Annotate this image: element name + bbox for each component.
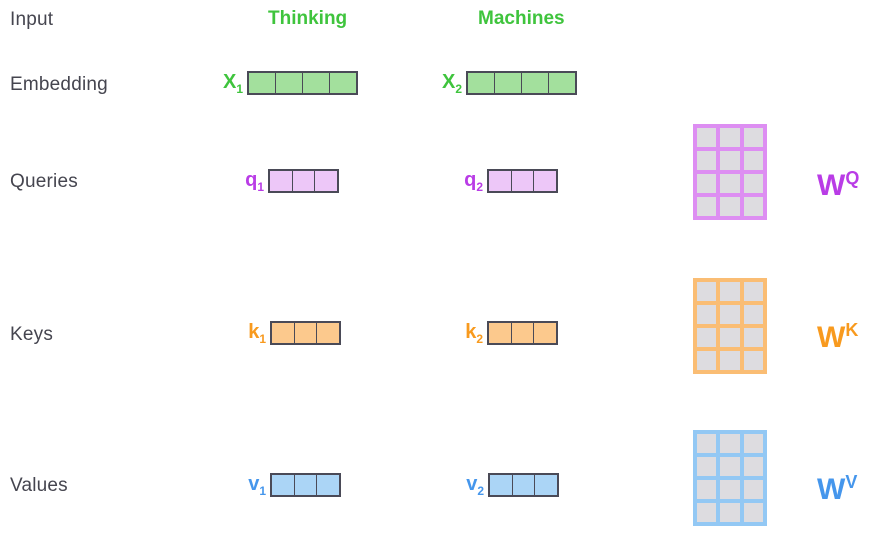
matrix-cell [697,328,717,347]
vector-cell [510,171,533,191]
vector-label-k2: k2 [465,320,483,346]
weight-matrix-wk [693,278,767,374]
vector-cell [511,475,534,495]
matrix-cell [743,174,763,193]
matrix-cell [697,434,717,453]
token-machines: Machines [478,8,565,29]
matrix-cell [743,305,763,324]
vector-cell [468,73,494,93]
matrix-cell [697,457,717,476]
matrix-cell [743,151,763,170]
matrix-cell [720,434,740,453]
vector-cell [272,475,294,495]
matrix-cell [720,151,740,170]
key-vector-k2: k2 [461,321,558,345]
matrix-cell [697,351,717,370]
matrix-cell [720,128,740,147]
vector-label-v2: v2 [466,472,484,498]
matrix-cell [743,128,763,147]
row-label-keys: Keys [10,324,54,345]
value-vector-v2: v2 [462,473,559,497]
matrix-cell [720,328,740,347]
vector-cell [293,323,316,343]
vector-label-q1: q1 [245,168,264,194]
vector-label-q2: q2 [464,168,483,194]
vector-cell [329,73,356,93]
weight-matrix-wq [693,124,767,220]
matrix-cell [743,351,763,370]
vector-cell [275,73,302,93]
matrix-cell [743,503,763,522]
vector-cells-x1 [247,71,358,95]
vector-cell [489,323,511,343]
vector-cell [316,475,339,495]
vector-cells-q1 [268,169,339,193]
matrix-label-wq: WQ [817,168,860,202]
vector-cells-x2 [466,71,577,95]
vector-cell [316,323,339,343]
value-vector-v1: v1 [244,473,341,497]
matrix-cell [697,305,717,324]
embedding-vector-x2: X2 [436,71,577,95]
vector-cell [521,73,548,93]
vector-label-v1: v1 [248,472,266,498]
vector-cells-k2 [487,321,558,345]
vector-cell [490,475,512,495]
vector-cell [489,171,511,191]
matrix-cell [697,282,717,301]
vector-cell [510,323,533,343]
row-label-values: Values [10,475,68,496]
vector-cell [291,171,314,191]
vector-cells-v2 [488,473,559,497]
matrix-cell [720,351,740,370]
vector-cell [249,73,275,93]
matrix-cell [720,305,740,324]
token-thinking: Thinking [268,8,348,29]
vector-cell [534,475,557,495]
vector-label-k1: k1 [248,320,266,346]
matrix-label-wv: WV [817,472,858,506]
matrix-cell [743,282,763,301]
key-vector-k1: k1 [244,321,341,345]
matrix-cell [720,457,740,476]
matrix-cell [720,503,740,522]
weight-matrix-wv [693,430,767,526]
row-label-embedding: Embedding [10,74,108,95]
vector-cell [293,475,316,495]
matrix-label-wk: WK [817,320,859,354]
embedding-vector-x1: X1 [217,71,358,95]
matrix-cell [720,174,740,193]
matrix-cell [720,480,740,499]
vector-cell [533,171,556,191]
matrix-cell [697,128,717,147]
vector-cells-k1 [270,321,341,345]
matrix-cell [697,197,717,216]
vector-cell [494,73,521,93]
matrix-cell [743,480,763,499]
vector-cells-q2 [487,169,558,193]
row-label-queries: Queries [10,171,78,192]
query-vector-q2: q2 [461,169,558,193]
matrix-cell [697,151,717,170]
vector-cell [533,323,556,343]
vector-cell [272,323,294,343]
vector-label-x2: X2 [441,70,462,96]
matrix-cell [720,197,740,216]
vector-cell [302,73,329,93]
vector-cell [314,171,337,191]
matrix-cell [720,282,740,301]
matrix-cell [743,197,763,216]
matrix-cell [743,328,763,347]
query-vector-q1: q1 [242,169,339,193]
vector-cell [548,73,575,93]
vector-cells-v1 [270,473,341,497]
vector-cell [270,171,292,191]
matrix-cell [743,457,763,476]
matrix-cell [697,503,717,522]
vector-label-x1: X1 [222,70,243,96]
matrix-cell [743,434,763,453]
matrix-cell [697,480,717,499]
row-label-input: Input [10,9,54,30]
matrix-cell [697,174,717,193]
